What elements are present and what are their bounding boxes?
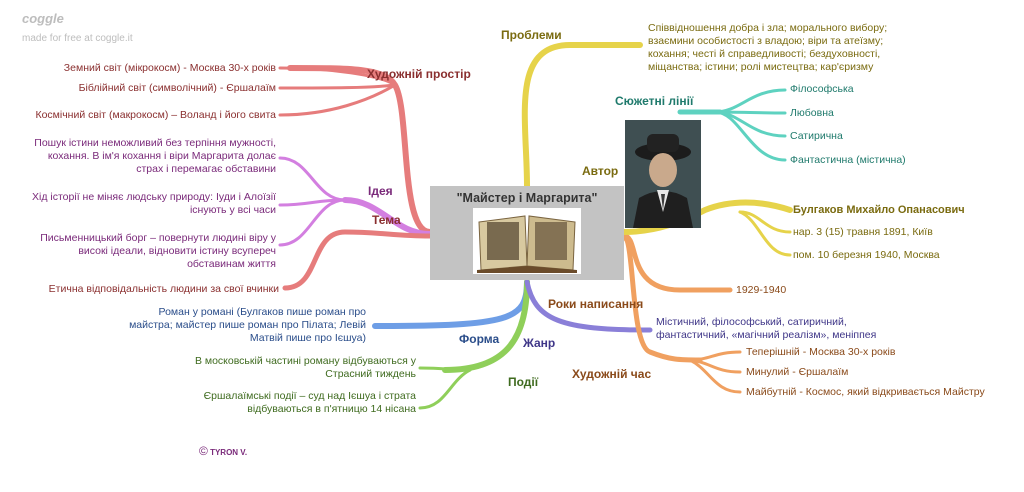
link-plots-1: [713, 88, 787, 114]
link-problems-main: [521, 41, 643, 189]
link-space-3: [278, 83, 397, 117]
genre-item[interactable]: Містичний, філософський, сатиричний, фан…: [656, 316, 877, 341]
space-item[interactable]: Земний світ (мікрокосм) - Москва 30-х ро…: [63, 62, 276, 74]
link-events-2: [418, 368, 472, 410]
theme-item[interactable]: Етична відповідальність людини за свої в…: [48, 283, 279, 295]
branch-plots-label[interactable]: Сюжетні лінії: [615, 94, 694, 108]
branch-theme-label[interactable]: Тема: [372, 213, 401, 227]
time-item[interactable]: Майбутній - Космос, який відкривається М…: [746, 386, 985, 398]
link-space-2: [278, 83, 397, 90]
link-genre-main: [524, 279, 653, 333]
idea-item[interactable]: Хід історії не міняє людську природу: Іу…: [32, 191, 276, 216]
branch-idea-label[interactable]: Ідея: [368, 184, 393, 198]
link-space-main: [287, 65, 433, 235]
link-years-main: [621, 233, 733, 293]
link-idea-3: [278, 198, 347, 247]
link-time-1: [688, 350, 742, 362]
time-item[interactable]: Минулий - Єршалаїм: [746, 366, 849, 378]
branch-events-label[interactable]: Події: [508, 375, 539, 389]
plots-item[interactable]: Любовна: [790, 107, 834, 119]
link-theme-main: [282, 229, 433, 291]
coggle-logo[interactable]: coggle: [22, 11, 64, 26]
branch-author-label[interactable]: Автор: [582, 164, 619, 178]
link-time-main: [621, 235, 703, 363]
branch-form-label[interactable]: Форма: [459, 332, 500, 346]
coggle-tagline[interactable]: made for free at coggle.it: [22, 33, 133, 44]
link-author-2: [738, 210, 792, 257]
link-events-1: [418, 366, 472, 372]
link-time-3: [688, 358, 742, 394]
idea-item[interactable]: Пошук істини неможливий без терпіння муж…: [34, 137, 276, 175]
plots-item[interactable]: Філософська: [790, 83, 854, 95]
central-title: "Майстер і Маргарита": [456, 191, 598, 205]
time-item[interactable]: Теперішній - Москва 30-х років: [746, 346, 896, 358]
branch-time-label[interactable]: Художній час: [572, 367, 652, 381]
events-item[interactable]: В московській частині роману відбуваютьс…: [194, 355, 416, 380]
space-item[interactable]: Космічний світ (макрокосм) – Воланд і йо…: [35, 109, 276, 121]
space-item[interactable]: Біблійний світ (символічний) - Єршалаїм: [78, 82, 276, 94]
open-book-image: [473, 208, 581, 274]
link-time-2: [688, 358, 742, 374]
author-item[interactable]: пом. 10 березня 1940, Москва: [793, 249, 940, 261]
author-name[interactable]: Булгаков Михайло Опанасович: [793, 204, 965, 216]
plots-item[interactable]: Фантастична (містична): [790, 154, 906, 166]
form-item[interactable]: Роман у романі (Булгаков пише роман про …: [129, 306, 366, 344]
branch-years-label[interactable]: Роки написання: [548, 297, 644, 311]
copyright-mark: ©: [199, 444, 208, 458]
branch-problems-label[interactable]: Проблеми: [501, 28, 562, 42]
idea-item[interactable]: Письменницький борг – повернути людині в…: [40, 232, 276, 270]
link-idea-1: [278, 156, 347, 202]
years-item[interactable]: 1929-1940: [736, 284, 787, 296]
problems-item[interactable]: Співвідношення добра і зла; морального в…: [648, 22, 888, 73]
link-author-1: [738, 210, 792, 234]
link-space-1: [278, 66, 397, 87]
link-form-main: [372, 279, 530, 329]
link-author-main: [621, 199, 793, 235]
link-plots-4: [713, 110, 787, 162]
portrait-image: [625, 120, 701, 228]
link-idea-main: [342, 197, 433, 237]
plots-item[interactable]: Сатирична: [790, 130, 843, 142]
signature: © TYRON V.: [199, 444, 247, 458]
events-item[interactable]: Єршалаїмські події – суд над Ієшуа і стр…: [203, 390, 416, 415]
signature-text: TYRON V.: [210, 448, 248, 457]
branch-space-label[interactable]: Художній простір: [367, 67, 471, 81]
author-item[interactable]: нар. 3 (15) травня 1891, Київ: [793, 226, 933, 238]
branch-genre-label[interactable]: Жанр: [523, 336, 556, 350]
